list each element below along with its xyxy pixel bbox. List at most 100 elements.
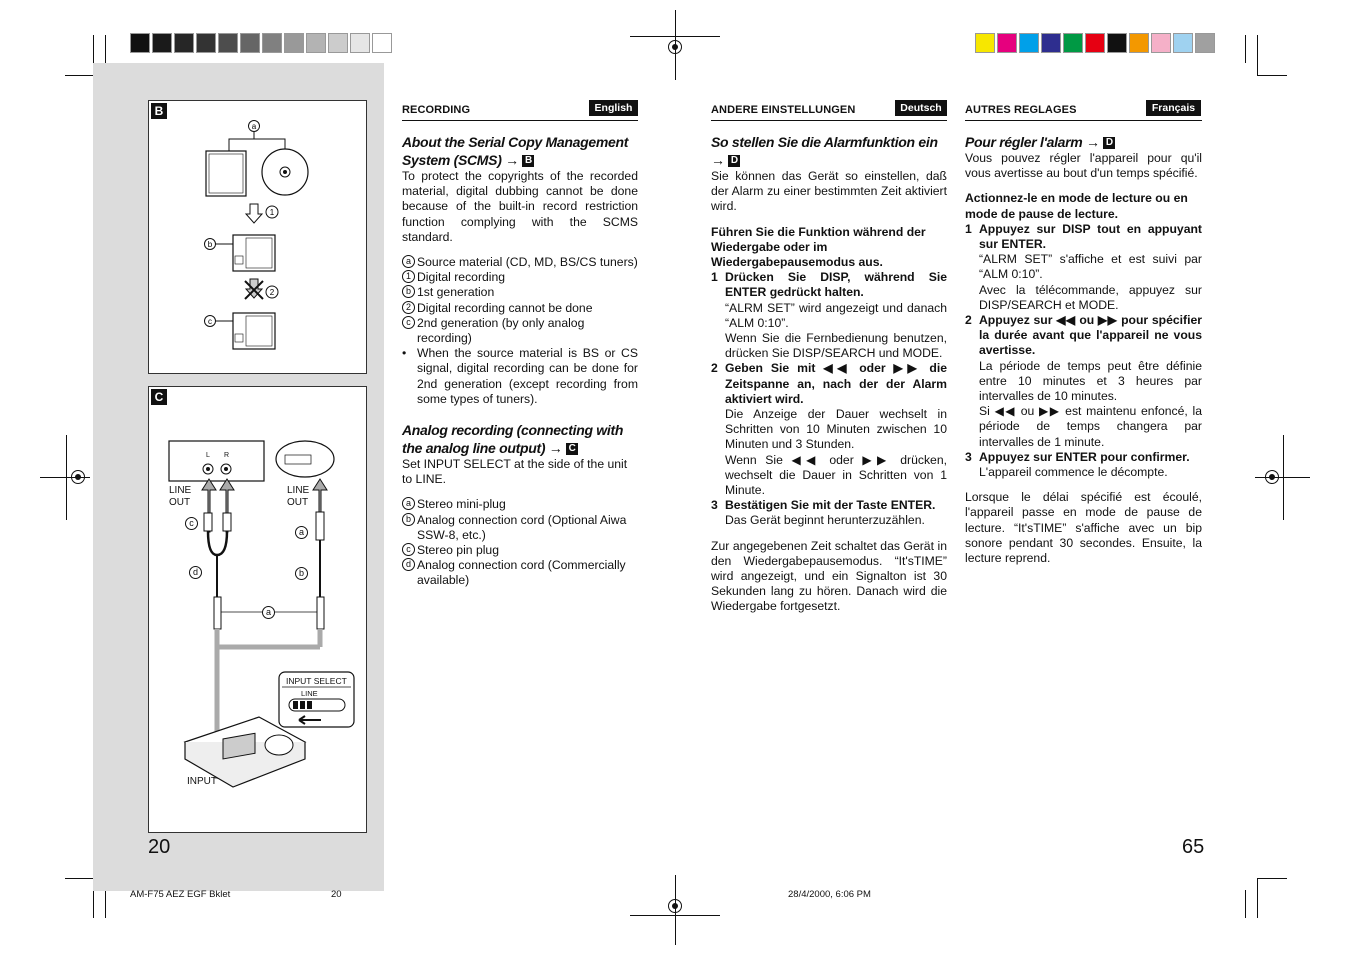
color-swatch [152,33,172,53]
figure-b: B a 1 b 2 c [148,100,367,374]
fig-c-line: LINE [301,689,318,698]
color-swatch [1041,33,1061,53]
color-swatch [1019,33,1039,53]
color-swatch [372,33,392,53]
color-swatch [350,33,370,53]
footer-date: 28/4/2000, 6:06 PM [788,889,871,900]
list-text: Digital recording cannot be done [417,300,593,315]
fig-c-label-c: c [185,517,198,530]
english-header: RECORDING [402,104,471,116]
english-s1-title: About the Serial Copy Management System … [402,134,629,168]
footer-left: AM-F75 AEZ EGF Bklet [130,889,231,900]
svg-text:2: 2 [270,288,275,297]
step-heading: Bestätigen Sie mit der Taste ENTER. [725,498,936,513]
color-swatch [1151,33,1171,53]
step-number: 2 [711,361,718,376]
fig-c-input: INPUT [187,776,217,787]
step-body: Si ◀◀ ou ▶▶ est maintenu enfoncé, la pér… [979,404,1202,449]
step-heading: Geben Sie mit ◀◀ oder ▶▶ die Zeitspanne … [725,361,947,406]
list-marker: c [402,543,415,557]
francais-lang-tag: Français [1146,100,1201,116]
step-heading: Appuyez sur ENTER pour confirmer. [979,449,1190,464]
step-number: 1 [711,270,718,285]
color-swatch [1063,33,1083,53]
deutsch-lead: Führen Sie die Funktion während der Wied… [711,224,926,270]
deutsch-outro: Zur angegebenen Zeit schaltet das Gerät … [711,538,947,614]
step-heading: Appuyez sur DISP tout en appuyant sur EN… [979,221,1202,252]
step-heading: Drücken Sie DISP, während Sie ENTER gedr… [725,270,947,300]
step-body: “ALRM SET” wird angezeigt und danach “AL… [725,300,947,330]
list-marker: 1 [402,270,415,284]
francais-column: Pour régler l'alarm → D Vous pouvez régl… [965,133,1202,566]
list-marker: a [402,497,415,511]
list-marker: c [402,315,415,329]
step-heading: Appuyez sur ◀◀ ou ▶▶ pour spécifier la d… [979,313,1202,358]
svg-text:b: b [208,240,213,249]
list-text: Analog connection cord (Optional Aiwa SS… [417,512,627,542]
step-body: L'appareil commence le décompte. [979,465,1168,480]
francais-steps: 1 Appuyez sur DISP tout en appuyant sur E… [965,222,1202,480]
deutsch-title: So stellen Sie die Alarmfunktion ein → D [711,134,938,168]
fig-c-line-out-right: LINE OUT [287,485,310,508]
english-s2-body: Set INPUT SELECT at the side of the unit… [402,457,628,487]
english-lang-tag: English [589,100,638,116]
color-swatch [1173,33,1193,53]
list-marker: d [402,558,415,572]
list-text: 1st generation [417,285,495,300]
step-number: 1 [965,221,972,236]
fig-b-label-a1: a [252,122,257,131]
list-text: Stereo mini-plug [417,497,506,512]
color-swatch [284,33,304,53]
deutsch-header: ANDERE EINSTELLUNGEN [711,104,856,116]
deutsch-lang-tag: Deutsch [895,100,947,116]
color-swatch [196,33,216,53]
list-text: Stereo pin plug [417,543,499,558]
left-page-number: 20 [148,836,171,858]
step-item: 1 Drücken Sie DISP, während Sie ENTER ged… [711,270,947,361]
step-body: Avec la télécommande, appuyez sur DISP/S… [979,282,1202,312]
fig-c-line-out-left: LINE OUT [169,485,192,508]
english-rule [402,120,638,121]
figure-c-letter: C [151,389,167,405]
step-body: Das Gerät beginnt herunterzuzählen. [725,513,925,528]
list-text: Analog connection cord (Commercially ava… [417,558,626,588]
color-swatch [975,33,995,53]
francais-rule [965,120,1202,121]
fig-c-label-a1: a [295,526,308,539]
list-marker: b [402,512,415,526]
color-swatch [174,33,194,53]
step-item: 3 Appuyez sur ENTER pour confirmer.L'appa… [965,450,1202,480]
step-item: 1 Appuyez sur DISP tout en appuyant sur E… [965,222,1202,313]
deutsch-column: So stellen Sie die Alarmfunktion ein → D… [711,133,947,615]
step-body: Wenn Sie ◀◀ oder ▶▶ drücken, wechselt di… [725,452,947,498]
footer-page: 20 [331,889,342,900]
color-swatch [1107,33,1127,53]
step-number: 3 [965,449,972,464]
svg-text:c: c [208,317,212,326]
color-swatch [130,33,150,53]
fig-c-label-b: b [295,567,308,580]
deutsch-rule [711,120,947,121]
list-marker: a [402,255,415,269]
english-column: About the Serial Copy Management System … [402,133,638,589]
figure-c-illustration [168,440,355,788]
color-swatch [1085,33,1105,53]
step-item: 2 Geben Sie mit ◀◀ oder ▶▶ die Zeitspanne… [711,361,947,498]
color-swatch [328,33,348,53]
color-swatch [218,33,238,53]
step-body: Die Anzeige der Dauer wechselt in Schrit… [725,407,947,452]
color-swatch [997,33,1017,53]
francais-title: Pour régler l'alarm → D [965,133,1202,151]
step-body: “ALRM SET” s'affiche et est suivi par “A… [979,252,1202,282]
francais-header: AUTRES REGLAGES [965,104,1077,116]
step-number: 3 [711,498,718,513]
fig-c-label-d: d [189,566,202,579]
